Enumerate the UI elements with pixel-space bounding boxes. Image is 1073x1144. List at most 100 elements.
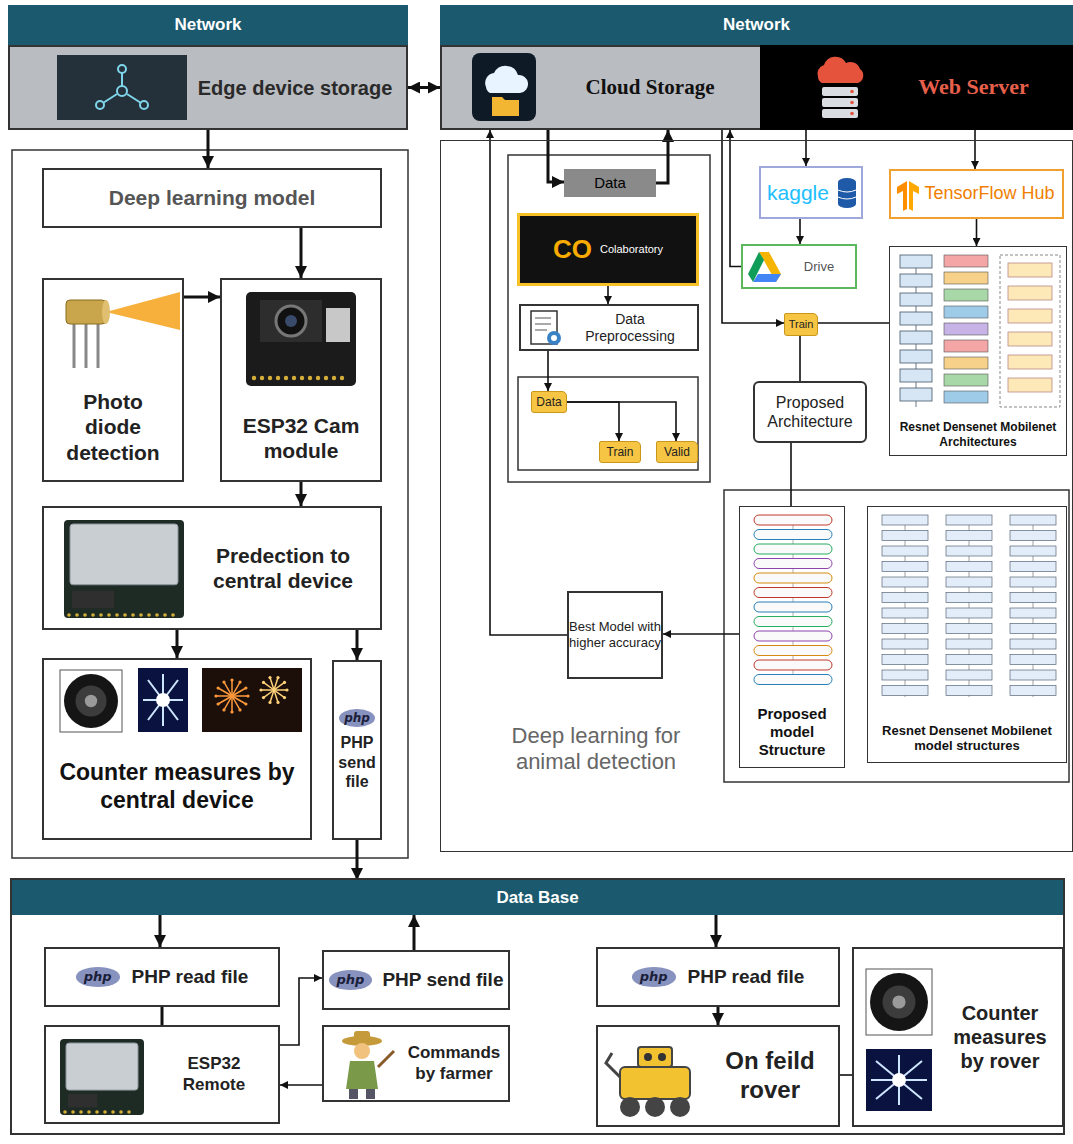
art-shape	[216, 695, 232, 697]
art-shape	[115, 613, 119, 617]
art-shape	[111, 1110, 115, 1114]
art-shape	[946, 686, 992, 696]
art-shape	[620, 1067, 690, 1099]
node-label: Predection to central device	[194, 543, 372, 593]
art-shape	[60, 670, 122, 732]
art-shape	[127, 1110, 131, 1114]
node-label: On feild rover	[708, 1047, 832, 1105]
art-shape	[946, 577, 992, 587]
art-shape	[232, 696, 240, 710]
countermeasure-box: Counter measures by central device	[42, 658, 312, 840]
art-shape	[232, 695, 248, 697]
art-shape	[638, 1047, 672, 1067]
connector	[799, 219, 801, 244]
art-shape	[232, 688, 246, 696]
art-shape	[882, 515, 928, 525]
art-shape	[944, 255, 988, 267]
art-shape	[946, 546, 992, 556]
node-label: Counter measures by rover	[944, 1001, 1056, 1073]
database-band: Data BasephpPHP read filephpPHP send fil…	[10, 878, 1065, 1135]
connector	[300, 482, 303, 506]
node-label: Best Model with higher accuracy	[569, 619, 661, 650]
sensor-box: Photo diode detection	[42, 278, 184, 482]
art-shape	[283, 696, 286, 699]
art-shape	[754, 544, 832, 554]
art-shape	[850, 101, 854, 105]
art-shape	[63, 1110, 67, 1114]
art-shape	[139, 613, 143, 617]
art-shape	[944, 289, 988, 301]
countermeasure-box: Counter measures by rover	[852, 947, 1064, 1127]
art-shape	[264, 690, 275, 698]
art-shape	[1010, 670, 1056, 680]
art-shape	[96, 65, 148, 109]
art-shape	[103, 73, 141, 103]
group-outline	[518, 377, 698, 470]
art-shape	[866, 969, 932, 1035]
art-shape	[354, 1031, 370, 1041]
art-shape	[147, 613, 151, 617]
connector-group	[160, 88, 977, 1086]
art-shape	[284, 376, 288, 380]
art-shape	[118, 65, 126, 73]
art-shape	[946, 531, 992, 541]
art-shape	[916, 255, 917, 407]
art-shape	[259, 688, 262, 691]
art-shape	[1008, 378, 1052, 392]
node-illustration	[44, 660, 314, 842]
art-shape	[1000, 255, 1060, 407]
connector	[356, 630, 359, 660]
source-box: TensorFlow Hub	[889, 169, 1064, 219]
art-shape	[300, 376, 304, 380]
art-shape	[897, 181, 907, 211]
node-label: Data Preprocessing	[569, 311, 691, 345]
art-shape	[946, 655, 992, 665]
art-shape	[1010, 531, 1056, 541]
art-shape	[754, 530, 832, 540]
art-shape	[260, 376, 264, 380]
connector	[656, 130, 668, 183]
art-shape	[97, 324, 100, 368]
node-label: Colaboratory	[600, 243, 663, 256]
node-label: Proposed model Structure	[743, 705, 841, 759]
art-shape	[74, 324, 98, 368]
art-shape	[1008, 286, 1052, 300]
art-shape	[230, 678, 233, 681]
art-shape	[202, 668, 302, 732]
art-shape	[103, 1110, 107, 1114]
art-shape	[91, 613, 95, 617]
art-shape	[99, 613, 103, 617]
art-shape	[754, 602, 832, 612]
art-shape	[1033, 515, 1034, 697]
art-shape	[354, 1043, 370, 1059]
art-shape	[217, 702, 220, 705]
connector	[490, 130, 567, 635]
art-shape	[900, 350, 932, 363]
art-shape	[900, 293, 932, 306]
art-shape	[83, 613, 87, 617]
art-shape	[171, 613, 175, 617]
connector	[176, 630, 179, 658]
art-shape	[66, 1043, 138, 1090]
connector	[159, 915, 162, 947]
node-label: Resnet Densenet Mobilenet model structur…	[870, 723, 1064, 754]
art-shape	[838, 182, 856, 204]
art-shape	[378, 1051, 394, 1067]
connector	[413, 915, 416, 950]
art-shape	[274, 689, 287, 691]
art-shape	[75, 613, 79, 617]
art-shape	[969, 515, 970, 697]
node-label: Data	[536, 395, 561, 409]
art-shape	[754, 660, 832, 670]
node-illustration	[743, 246, 859, 291]
art-shape	[246, 694, 249, 697]
art-shape	[944, 340, 988, 352]
node-label: php	[329, 970, 373, 990]
art-shape	[944, 357, 988, 369]
art-shape	[218, 696, 232, 704]
art-shape	[238, 708, 241, 711]
art-shape	[224, 696, 232, 710]
art-shape	[838, 190, 856, 199]
connector	[184, 296, 220, 299]
folder-box: Valid	[656, 441, 698, 463]
